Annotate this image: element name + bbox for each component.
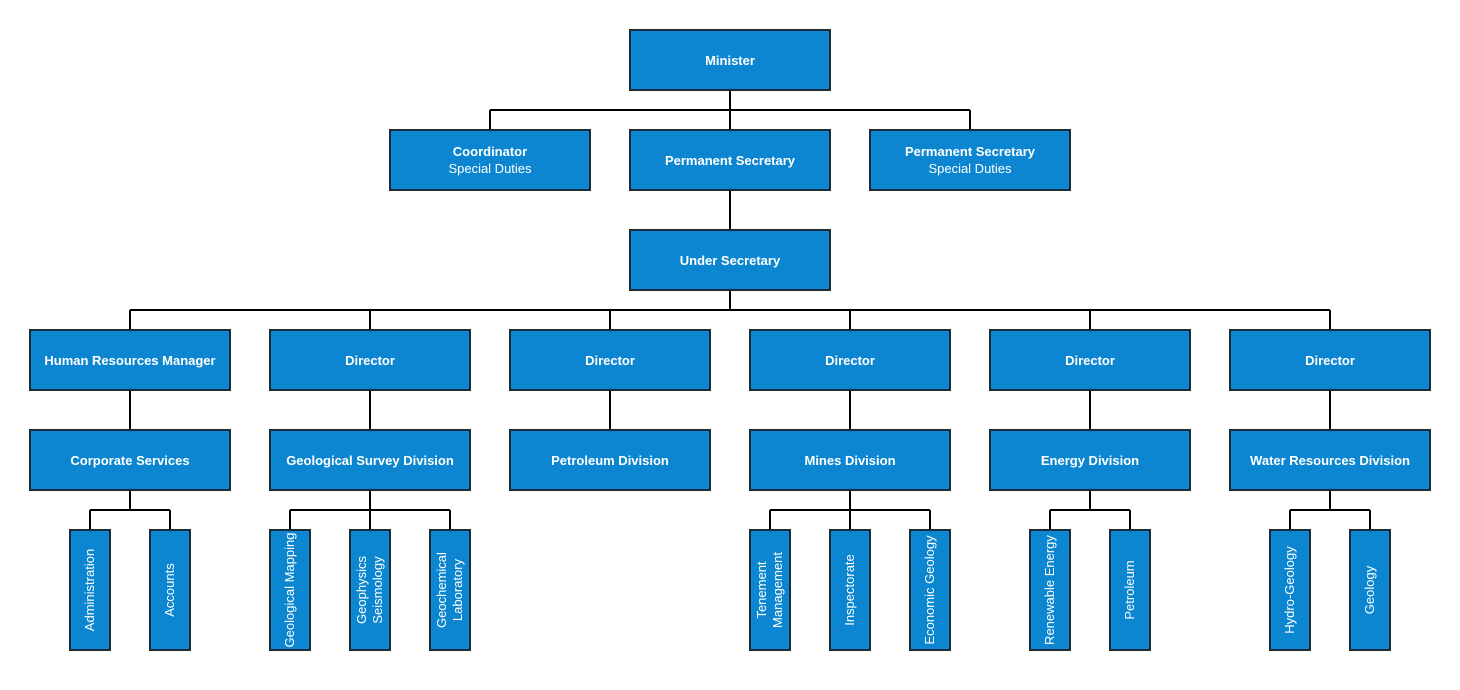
unit-economic-geology-label: Economic Geology bbox=[922, 535, 937, 645]
director-title-2: Director bbox=[585, 352, 635, 368]
unit-geochemical-laboratory: Geochemical Laboratory bbox=[429, 529, 471, 651]
unit-geochemical-laboratory-label: Geochemical Laboratory bbox=[434, 552, 465, 628]
unit-inspectorate-label: Inspectorate bbox=[842, 554, 857, 626]
coordinator-box: Coordinator Special Duties bbox=[389, 129, 591, 191]
geological-survey-title: Geological Survey Division bbox=[286, 452, 454, 468]
director-title-1: Director bbox=[345, 352, 395, 368]
unit-administration: Administration bbox=[69, 529, 111, 651]
minister-title: Minister bbox=[705, 52, 755, 68]
unit-tenement-management-label: Tenement Management bbox=[754, 552, 785, 628]
director-title-3: Director bbox=[825, 352, 875, 368]
permanent-secretary-special-box: Permanent Secretary Special Duties bbox=[869, 129, 1071, 191]
unit-inspectorate: Inspectorate bbox=[829, 529, 871, 651]
unit-accounts-label: Accounts bbox=[162, 563, 177, 617]
mines-division-title: Mines Division bbox=[804, 452, 896, 468]
petroleum-division-title: Petroleum Division bbox=[551, 452, 669, 468]
director-box-1: Director bbox=[269, 329, 471, 391]
permanent-secretary-special-title: Permanent Secretary bbox=[904, 144, 1036, 159]
water-resources-box: Water Resources Division bbox=[1229, 429, 1431, 491]
unit-geological-mapping: Geological Mapping bbox=[269, 529, 311, 651]
permanent-secretary-box: Permanent Secretary bbox=[629, 129, 831, 191]
corporate-services-box: Corporate Services bbox=[29, 429, 231, 491]
mines-division-box: Mines Division bbox=[749, 429, 951, 491]
unit-geology: Geology bbox=[1349, 529, 1391, 651]
unit-economic-geology: Economic Geology bbox=[909, 529, 951, 651]
permanent-secretary-title: Permanent Secretary bbox=[664, 152, 796, 168]
unit-accounts: Accounts bbox=[149, 529, 191, 651]
director-title-4: Director bbox=[1065, 352, 1115, 368]
geological-survey-box: Geological Survey Division bbox=[269, 429, 471, 491]
director-box-3: Director bbox=[749, 329, 951, 391]
unit-geological-mapping-label: Geological Mapping bbox=[282, 532, 297, 648]
director-box-2: Director bbox=[509, 329, 711, 391]
hr-manager-title: Human Resources Manager bbox=[44, 352, 216, 368]
unit-renewable-energy: Renewable Energy bbox=[1029, 529, 1071, 651]
petroleum-division-box: Petroleum Division bbox=[509, 429, 711, 491]
unit-hydro-geology-label: Hydro-Geology bbox=[1282, 546, 1297, 634]
under-secretary-box: Under Secretary bbox=[629, 229, 831, 291]
unit-hydro-geology: Hydro-Geology bbox=[1269, 529, 1311, 651]
unit-petroleum: Petroleum bbox=[1109, 529, 1151, 651]
corporate-services-title: Corporate Services bbox=[70, 452, 190, 468]
energy-division-box: Energy Division bbox=[989, 429, 1191, 491]
permanent-secretary-special-subtitle: Special Duties bbox=[928, 161, 1012, 176]
director-box-4: Director bbox=[989, 329, 1191, 391]
coordinator-title: Coordinator bbox=[452, 144, 528, 159]
unit-tenement-management: Tenement Management bbox=[749, 529, 791, 651]
hr-manager-box: Human Resources Manager bbox=[29, 329, 231, 391]
unit-geophysics-seismology: Geophysics Seismology bbox=[349, 529, 391, 651]
director-box-5: Director bbox=[1229, 329, 1431, 391]
director-title-5: Director bbox=[1305, 352, 1355, 368]
water-resources-title: Water Resources Division bbox=[1250, 452, 1410, 468]
unit-geophysics-seismology-label: Geophysics Seismology bbox=[354, 556, 385, 624]
unit-renewable-energy-label: Renewable Energy bbox=[1042, 535, 1057, 645]
energy-division-title: Energy Division bbox=[1040, 452, 1140, 468]
coordinator-subtitle: Special Duties bbox=[448, 161, 532, 176]
unit-administration-label: Administration bbox=[82, 548, 97, 632]
unit-geology-label: Geology bbox=[1362, 565, 1377, 615]
under-secretary-title: Under Secretary bbox=[679, 252, 781, 268]
minister-box: Minister bbox=[629, 29, 831, 91]
unit-petroleum-label: Petroleum bbox=[1122, 560, 1137, 620]
